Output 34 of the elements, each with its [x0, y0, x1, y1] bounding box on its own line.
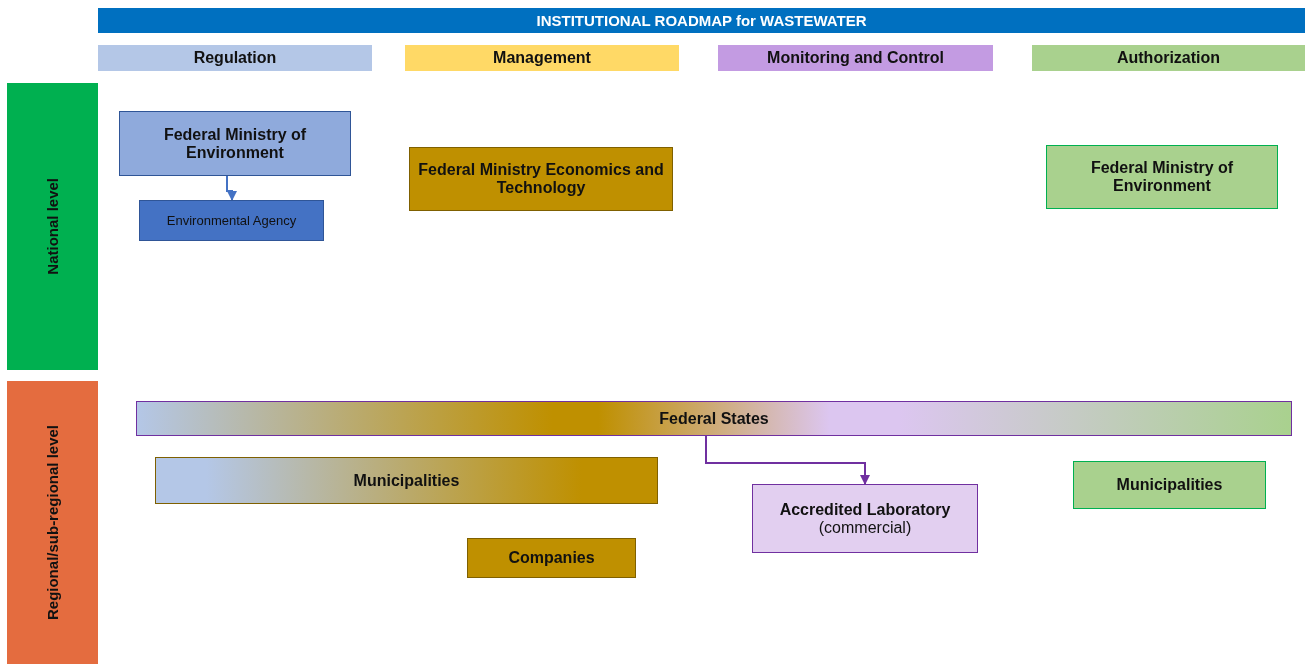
organization-name: Federal States — [658, 409, 770, 428]
column-header — [405, 45, 679, 71]
organization-name: Companies — [507, 549, 596, 567]
organization-name: Federal Ministry of Environment — [1089, 159, 1235, 195]
organization-box — [409, 147, 673, 211]
organization-box — [1073, 461, 1266, 509]
column-header — [718, 45, 993, 71]
arrow — [226, 175, 237, 201]
organization-name: Federal Ministry Economics and Technology — [417, 161, 665, 197]
column-title: Monitoring and Control — [767, 49, 944, 67]
row-title: National level — [44, 178, 61, 275]
organization-box — [139, 200, 324, 241]
column-title: Authorization — [1116, 49, 1221, 67]
column-header — [98, 45, 372, 71]
organization-name: Municipalities — [352, 471, 461, 490]
organization-name: Accredited Laboratory — [778, 500, 952, 519]
organization-box — [752, 484, 978, 553]
organization-box — [467, 538, 636, 578]
column-title: Management — [493, 49, 591, 67]
organization-name: Municipalities — [1115, 476, 1224, 494]
organization-box — [119, 111, 351, 176]
row-title: Regional/sub-regional level — [44, 424, 61, 620]
row-header — [7, 83, 98, 370]
column-header — [1032, 45, 1305, 71]
organization-box — [155, 457, 658, 504]
organization-name: Federal Ministry of Environment — [162, 125, 308, 162]
organization-band — [136, 401, 1292, 436]
organization-box — [1046, 145, 1278, 209]
row-header — [7, 381, 98, 664]
organization-name: Environmental Agency — [165, 213, 298, 228]
arrow — [705, 435, 870, 485]
title-bar: INSTITUTIONAL ROADMAP for WASTEWATER — [98, 8, 1305, 33]
organization-note: (commercial) — [817, 518, 913, 537]
column-title: Regulation — [193, 49, 277, 67]
